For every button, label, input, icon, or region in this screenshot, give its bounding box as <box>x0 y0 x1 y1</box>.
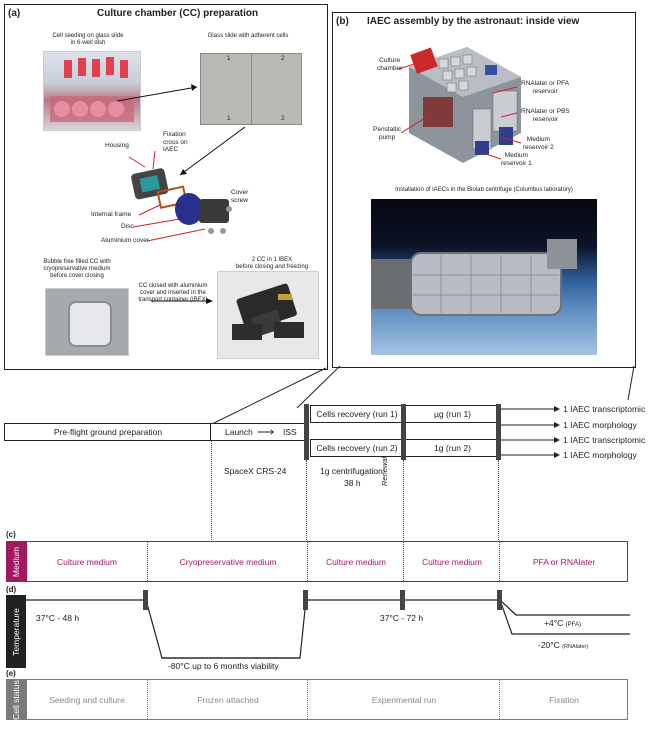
centrifugation-time: 38 h <box>344 478 361 488</box>
medium-row-label: Medium <box>6 541 26 582</box>
timeline-marker-iss <box>304 404 309 460</box>
run1-condition-label: µg (run 1) <box>433 409 472 419</box>
centrifugation-label: 1g centrifugation <box>320 466 383 476</box>
temperature-section-letter: (d) <box>6 585 17 594</box>
medium-reservoir-1-label: Medium reservoir 1 <box>501 152 532 167</box>
slide-number-1-top: 1 <box>227 55 231 62</box>
run2-recovery-label: Cells recovery (run 2) <box>316 443 398 453</box>
launch-label: Launch <box>225 427 253 437</box>
well-plate-photo <box>43 51 141 131</box>
launch-box: Launch ⟶ ISS <box>210 423 308 441</box>
housing-label: Housing <box>105 142 129 149</box>
slide-number-2-top: 2 <box>281 55 285 62</box>
culture-chamber-exploded-view <box>129 165 239 245</box>
medium-band: Culture medium Cryopreservative medium C… <box>26 541 628 582</box>
panel-a: (a) Culture chamber (CC) preparation Cel… <box>4 4 328 370</box>
panel-b-pointer-lines <box>398 60 522 160</box>
timeline-marker-end <box>496 404 501 460</box>
medium-cell-5: PFA or RNAlater <box>499 542 628 581</box>
divider-launch <box>211 440 212 540</box>
cell-seeding-caption: Cell seeding on glass slide in 6-well di… <box>52 33 124 46</box>
two-cc-caption: 2 CC in 1 IBEX before closing and freezi… <box>235 257 309 270</box>
cell-status-1: Seeding and culture <box>49 694 125 705</box>
disc-label: Disc <box>121 223 134 230</box>
bubble-free-caption: Bubble free filled CC with cryopreservat… <box>43 259 111 279</box>
panel-connector-lines <box>211 365 635 425</box>
panel-b: (b) IAEC assembly by the astronaut: insi… <box>332 12 636 368</box>
medium-reservoir-2-label: Medium reservoir 2 <box>523 136 554 151</box>
divider-renewal <box>403 460 404 540</box>
preflight-box: Pre-flight ground preparation <box>4 423 212 441</box>
rnalater-pfa-label: RNAlater or PFA reservoir <box>521 80 570 95</box>
aluminium-cover-label: Aluminium cover <box>101 237 150 244</box>
medium-cell-4: Culture medium <box>403 542 500 581</box>
panel-a-title: Culture chamber (CC) preparation <box>97 8 259 19</box>
installation-caption: Installation of IAECs in the Biolab cent… <box>395 187 573 193</box>
iss-label: ISS <box>283 427 297 437</box>
arrow-right-icon: ⟶ <box>257 425 275 439</box>
peristaltic-pump-label: Peristaltic pump <box>373 126 402 141</box>
medium-cell-1: Culture medium <box>57 556 117 567</box>
outcome-2: 1 IAEC morphology <box>563 420 637 430</box>
renewal-label: Renewal <box>380 456 389 486</box>
outcome-arrows <box>501 406 560 458</box>
ibex-container-photo <box>217 271 319 359</box>
cell-status-3: Experimental run <box>307 680 500 719</box>
temp-minus80: -80°C up to 6 months viability <box>168 661 279 671</box>
well-plate-drawing <box>50 57 134 122</box>
slide-number-2-bottom: 2 <box>281 115 285 122</box>
preflight-label: Pre-flight ground preparation <box>53 427 163 437</box>
temperature-profile <box>26 590 630 659</box>
medium-cell-3: Culture medium <box>307 542 404 581</box>
run1-recovery-label: Cells recovery (run 1) <box>316 409 398 419</box>
cover-screw-label: Cover screw <box>231 189 249 204</box>
cell-status-4: Fixation <box>499 680 628 719</box>
spacex-label: SpaceX CRS-24 <box>224 466 287 476</box>
medium-section-letter: (c) <box>6 530 16 539</box>
cell-status-row-label: Cell status <box>6 679 26 720</box>
outcome-4: 1 IAEC morphology <box>563 450 637 460</box>
temperature-row-label: Temperature <box>6 595 26 668</box>
medium-cell-2: Cryopreservative medium <box>147 542 308 581</box>
run2-recovery-box: Cells recovery (run 2) <box>310 439 404 457</box>
cell-status-band: Seeding and culture Frozen attached Expe… <box>26 679 628 720</box>
divider-end <box>498 460 499 540</box>
outcome-3: 1 IAEC transcriptomic <box>563 435 646 445</box>
filled-cc-photo <box>45 288 129 356</box>
temp-37c-48h: 37°C - 48 h <box>36 613 80 623</box>
culture-chamber-label: Culture chamber <box>377 57 403 72</box>
iaec-assembly-render <box>403 37 523 167</box>
panel-a-letter: (a) <box>8 8 21 19</box>
internal-frame-label: Internal frame <box>91 211 132 218</box>
columbus-laboratory-photo <box>371 199 597 355</box>
timeline-marker-renewal <box>401 404 406 460</box>
temp-37c-72h: 37°C - 72 h <box>380 613 424 623</box>
cc-closed-caption: CC closed with aluminium cover and inser… <box>138 283 208 303</box>
outcome-1: 1 IAEC transcriptomic <box>563 404 646 414</box>
glass-slide-photo: 1 2 1 2 <box>200 53 302 125</box>
run2-condition-label: 1g (run 2) <box>434 443 471 453</box>
glass-slide-caption: Glass slide with adherent cells <box>207 33 289 39</box>
slide-number-1-bottom: 1 <box>227 115 231 122</box>
cell-status-2: Frozen attached <box>147 680 308 719</box>
rnalater-pbs-label: RNAlater or PBS reservoir <box>521 108 570 123</box>
panel-b-letter: (b) <box>336 16 349 27</box>
temp-minus20: -20°C (RNAlater) <box>538 640 589 650</box>
cell-status-section-letter: (e) <box>6 669 16 678</box>
panel-b-title: IAEC assembly by the astronaut: inside v… <box>367 16 580 27</box>
divider-iss <box>306 460 307 540</box>
temp-plus4: +4°C (PFA) <box>544 618 581 628</box>
fixation-cross-label: Fixation cross on IAEC <box>163 131 188 153</box>
